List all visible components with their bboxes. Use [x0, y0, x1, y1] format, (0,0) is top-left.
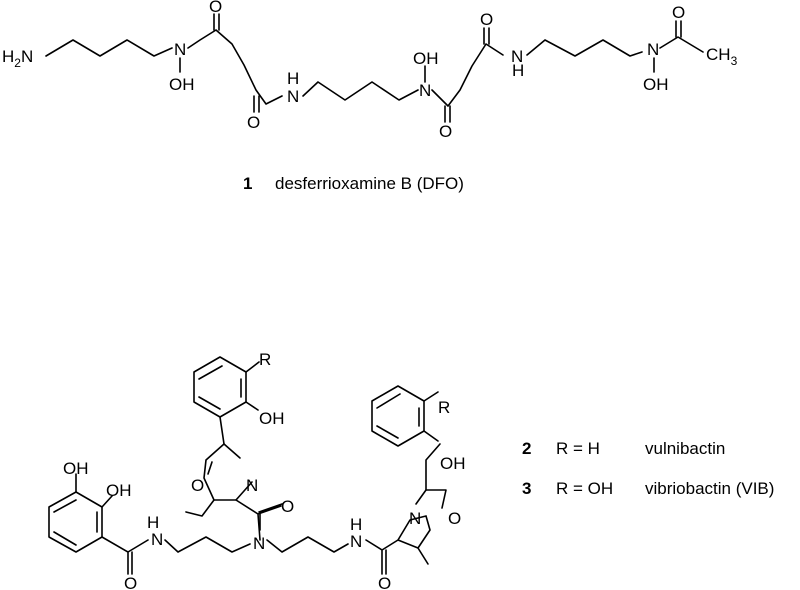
oxazoline-ring-bond	[203, 443, 253, 501]
carbonyl-o-label: O	[378, 574, 391, 590]
oxazoline-methyl-bond	[417, 547, 429, 565]
hydroxyl-label: OH	[106, 481, 132, 500]
compound-1-structure: H2N N OH O O H N OH N O O N H N OH O CH3	[2, 0, 738, 141]
amide-n-label: N	[287, 87, 299, 106]
carbonyl-o-label: O	[281, 497, 294, 516]
amide-n-label: N	[151, 530, 163, 549]
oxazoline-ring-bond	[365, 489, 447, 575]
tertiary-amine-label: N	[253, 534, 265, 553]
amide-h-label: H	[287, 69, 299, 88]
dfo-backbone-bond	[45, 29, 704, 107]
amide-h-label: H	[350, 515, 362, 534]
hydroxyl-label: OH	[643, 75, 669, 94]
compound-3-substituent: R = OH	[556, 479, 613, 498]
compound-1-number: 1	[243, 174, 252, 193]
amide-h-label: H	[512, 61, 524, 80]
catechol-ring-bond	[48, 491, 103, 553]
carbonyl-o-label: O	[672, 3, 685, 22]
oxazoline-o-label: O	[448, 509, 461, 528]
hydroxyl-label: OH	[440, 454, 466, 473]
oxazoline-n-label: N	[246, 476, 258, 495]
compound-3-number: 3	[522, 479, 531, 498]
hydroxyl-label: OH	[169, 75, 195, 94]
carbonyl-o-label: O	[124, 574, 137, 590]
carbonyl-o-label: O	[439, 122, 452, 141]
hydroxyl-label: OH	[413, 49, 439, 68]
compound-2-substituent: R = H	[556, 439, 600, 458]
phenol-substituent-bond	[423, 391, 439, 442]
amine-h-label: H2N	[2, 47, 33, 70]
phenol-ring-bond	[371, 385, 425, 447]
dfo-carbonyl-bond	[213, 13, 682, 123]
carbonyl-o-label: O	[247, 113, 260, 132]
amide-h-label: H	[147, 513, 159, 532]
carbonyl-o-label: O	[209, 0, 222, 16]
amide-n-label: N	[350, 532, 362, 551]
hydroxamate-n-label: N	[419, 81, 431, 100]
hydroxamate-n-label: N	[174, 40, 186, 59]
compound-legend: 2 R = H vulnibactin 3 R = OH vibriobacti…	[522, 439, 774, 498]
hydroxyl-label: OH	[63, 459, 89, 478]
oxazoline-methyl-bond	[185, 499, 215, 517]
hydroxyl-label: OH	[259, 409, 285, 428]
spermidine-chain-bond	[164, 513, 349, 553]
oxazoline-o-label: O	[191, 476, 204, 495]
oxazoline-carbonyl-bond	[235, 499, 283, 541]
methyl-label: CH3	[706, 45, 738, 68]
oxazoline-n-label: N	[409, 509, 421, 528]
hydroxamate-n-label: N	[647, 40, 659, 59]
dfo-n-oh-bond	[179, 57, 655, 83]
r-group-label: R	[438, 398, 450, 417]
phenol-ring-bond	[193, 356, 247, 418]
compound-1-name: desferrioxamine B (DFO)	[275, 174, 464, 193]
phenol-substituent-bond	[219, 361, 260, 445]
compound-2-number: 2	[522, 439, 531, 458]
oxazoline-c-n-bond	[425, 443, 441, 491]
carbonyl-o-label: O	[480, 10, 493, 29]
compound-2-name: vulnibactin	[645, 439, 725, 458]
compound-2-3-structure: R OH O N O N OH OH H N O H N O N O R OH	[48, 350, 466, 590]
catechol-substituent-bond	[75, 473, 149, 575]
compound-3-name: vibriobactin (VIB)	[645, 479, 774, 498]
r-group-label: R	[259, 350, 271, 369]
amide-n-label: N	[511, 47, 523, 66]
